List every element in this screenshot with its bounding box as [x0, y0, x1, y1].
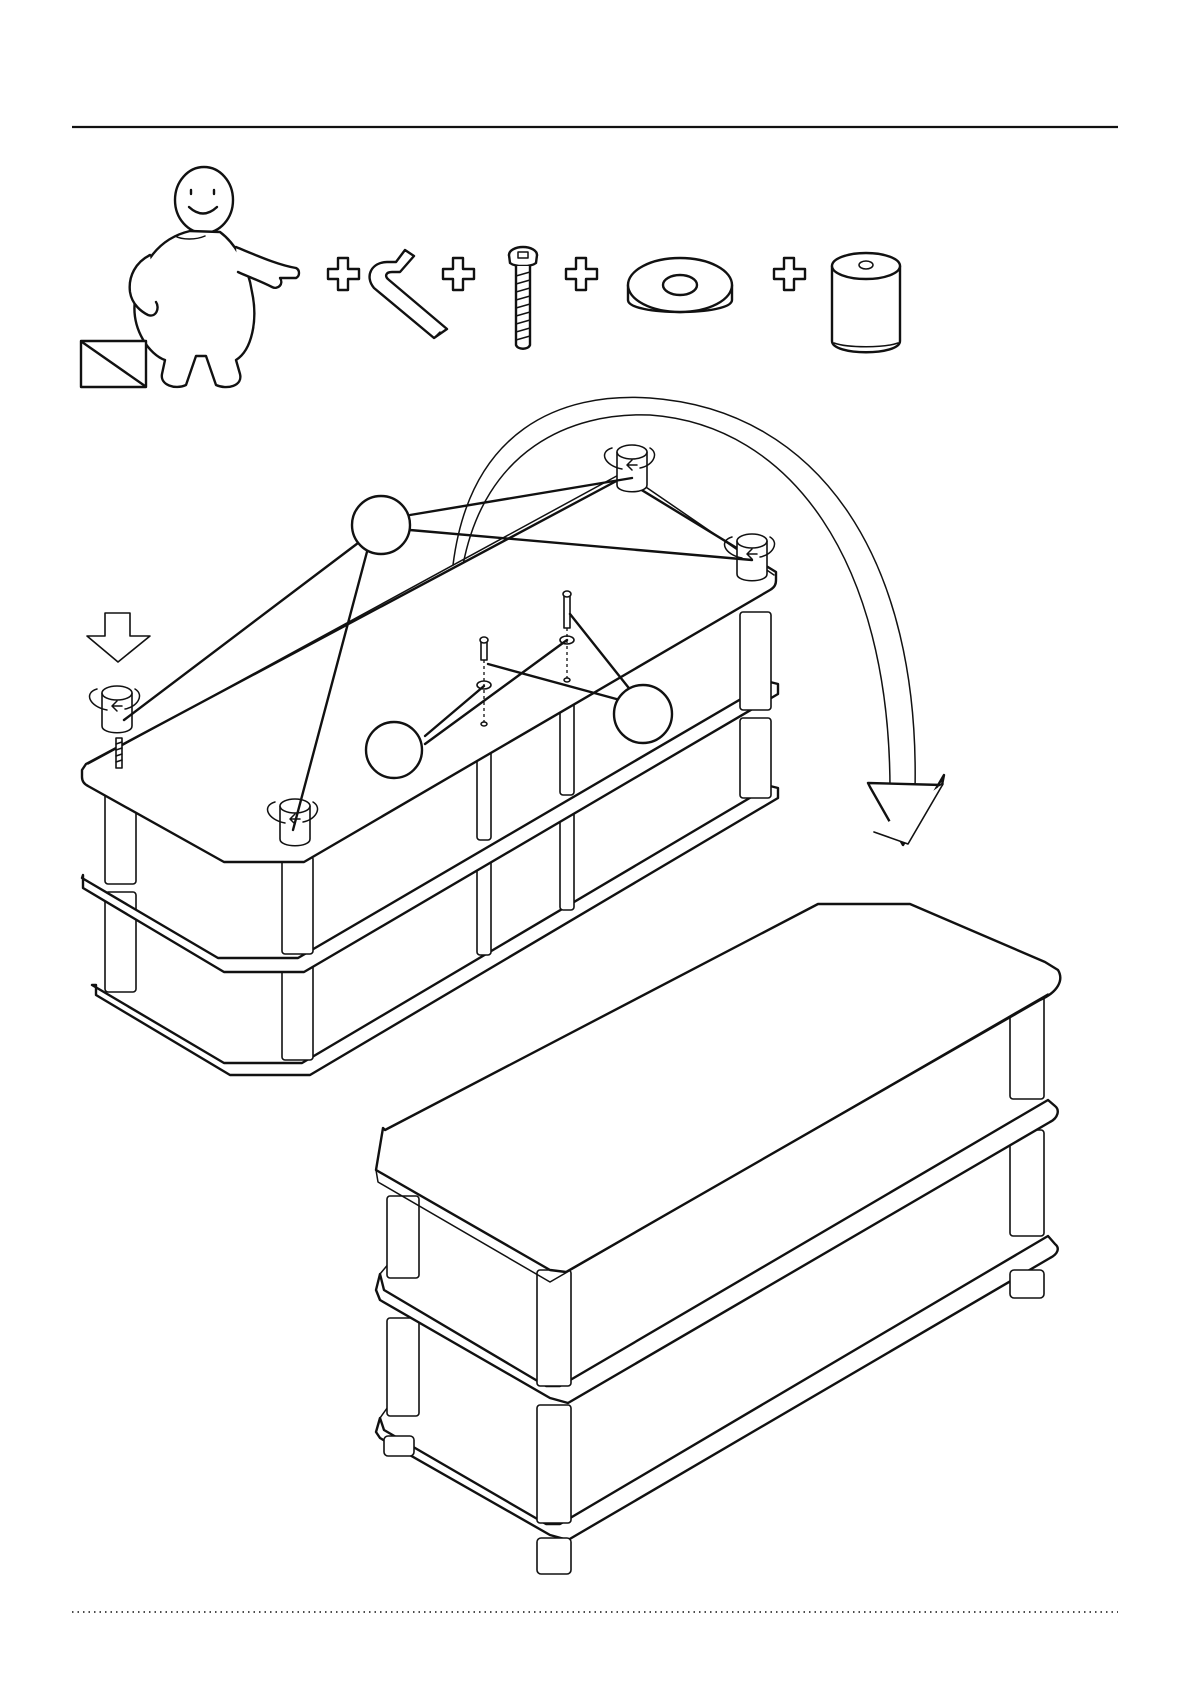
bolt-icon: [509, 247, 537, 349]
hex-key-icon: [370, 250, 447, 338]
plus-icon: [774, 258, 805, 290]
assembly-person-icon: [130, 167, 299, 387]
parts-box-icon: [81, 341, 146, 387]
down-arrow-icon: [87, 613, 150, 662]
foot-cap: [90, 686, 140, 733]
table-upright: [376, 904, 1060, 1574]
plus-icon: [328, 258, 359, 290]
bolt: [116, 738, 122, 768]
foot-cap-icon: [832, 253, 900, 352]
plus-icon: [443, 258, 474, 290]
plus-icon: [566, 258, 597, 290]
washer-icon: [628, 258, 732, 312]
